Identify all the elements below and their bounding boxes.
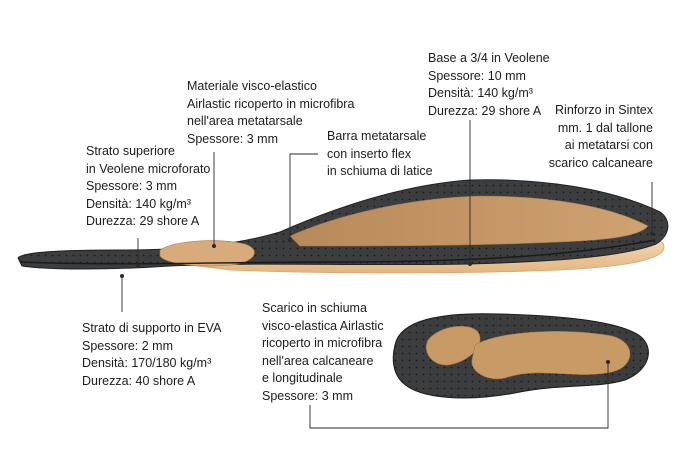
callout-line: Spessore: 3 mm <box>187 131 279 146</box>
callout-line: Spessore: 10 mm <box>428 68 526 83</box>
callout-line: Spessore: 2 mm <box>82 338 174 353</box>
leader-dots <box>120 232 654 364</box>
callout-line: visco-elastica Airlastic <box>262 318 384 333</box>
leader-lines <box>121 120 653 429</box>
callout-strato-superiore: Strato superiore in Veolene microforato … <box>86 143 210 231</box>
callout-base: Base a 3/4 in Veolene Spessore: 10 mm De… <box>428 50 550 120</box>
callout-line: Rinforzo in Sintex <box>555 103 653 117</box>
top-view-heel-pad <box>471 331 631 380</box>
callout-line: scarico calcaneare <box>548 155 653 170</box>
callout-line: Densità: 140 kg/m³ <box>86 196 191 211</box>
seam-line <box>19 239 656 265</box>
callout-line: in Veolene microforato <box>86 161 211 176</box>
callout-line: Scarico in schiuma <box>262 301 367 315</box>
callout-line: Densità: 140 kg/m³ <box>428 86 533 100</box>
callout-scarico: Scarico in schiuma visco-elastica Airlas… <box>262 300 384 405</box>
callout-rinforzo: Rinforzo in Sintex mm. 1 dal tallone ai … <box>549 102 653 172</box>
callout-line: nell'area metatarsale <box>187 114 303 128</box>
callout-line: Durezza: 40 shore A <box>82 373 196 388</box>
callout-line: e longitudinale <box>262 371 343 385</box>
callout-line: Strato superiore <box>86 144 175 158</box>
leader-scarico <box>309 362 609 429</box>
callout-line: Spessore: 3 mm <box>262 388 354 403</box>
callout-line: con inserto flex <box>327 146 412 161</box>
callout-barra: Barra metatarsale con inserto flex in sc… <box>327 128 433 181</box>
callout-strato-supporto: Strato di supporto in EVA Spessore: 2 mm… <box>82 320 221 390</box>
callout-line: Durezza: 29 shore A <box>428 103 542 118</box>
callout-line: Materiale visco-elastico <box>187 79 317 93</box>
callout-materiale: Materiale visco-elastico Airlastic ricop… <box>187 78 354 148</box>
callout-line: Durezza: 29 shore A <box>86 214 200 228</box>
callout-line: Airlastic ricoperto in microfibra <box>187 96 355 111</box>
callout-line: ricoperto in microfibra <box>262 336 383 350</box>
callout-line: in schiuma di latice <box>327 164 433 178</box>
leader-barra <box>289 153 318 240</box>
callout-line: Barra metatarsale <box>327 129 427 143</box>
callout-line: Base a 3/4 in Veolene <box>428 51 550 65</box>
callout-line: ai metatarsi con <box>564 138 653 152</box>
callout-line: Spessore: 3 mm <box>86 179 178 193</box>
callout-line: mm. 1 dal tallone <box>557 120 653 135</box>
heel-cup-inner <box>289 195 649 247</box>
callout-line: Densità: 170/180 kg/m³ <box>82 356 212 370</box>
callout-line: Strato di supporto in EVA <box>82 321 222 335</box>
callout-line: nell'area calcaneare <box>262 353 374 368</box>
